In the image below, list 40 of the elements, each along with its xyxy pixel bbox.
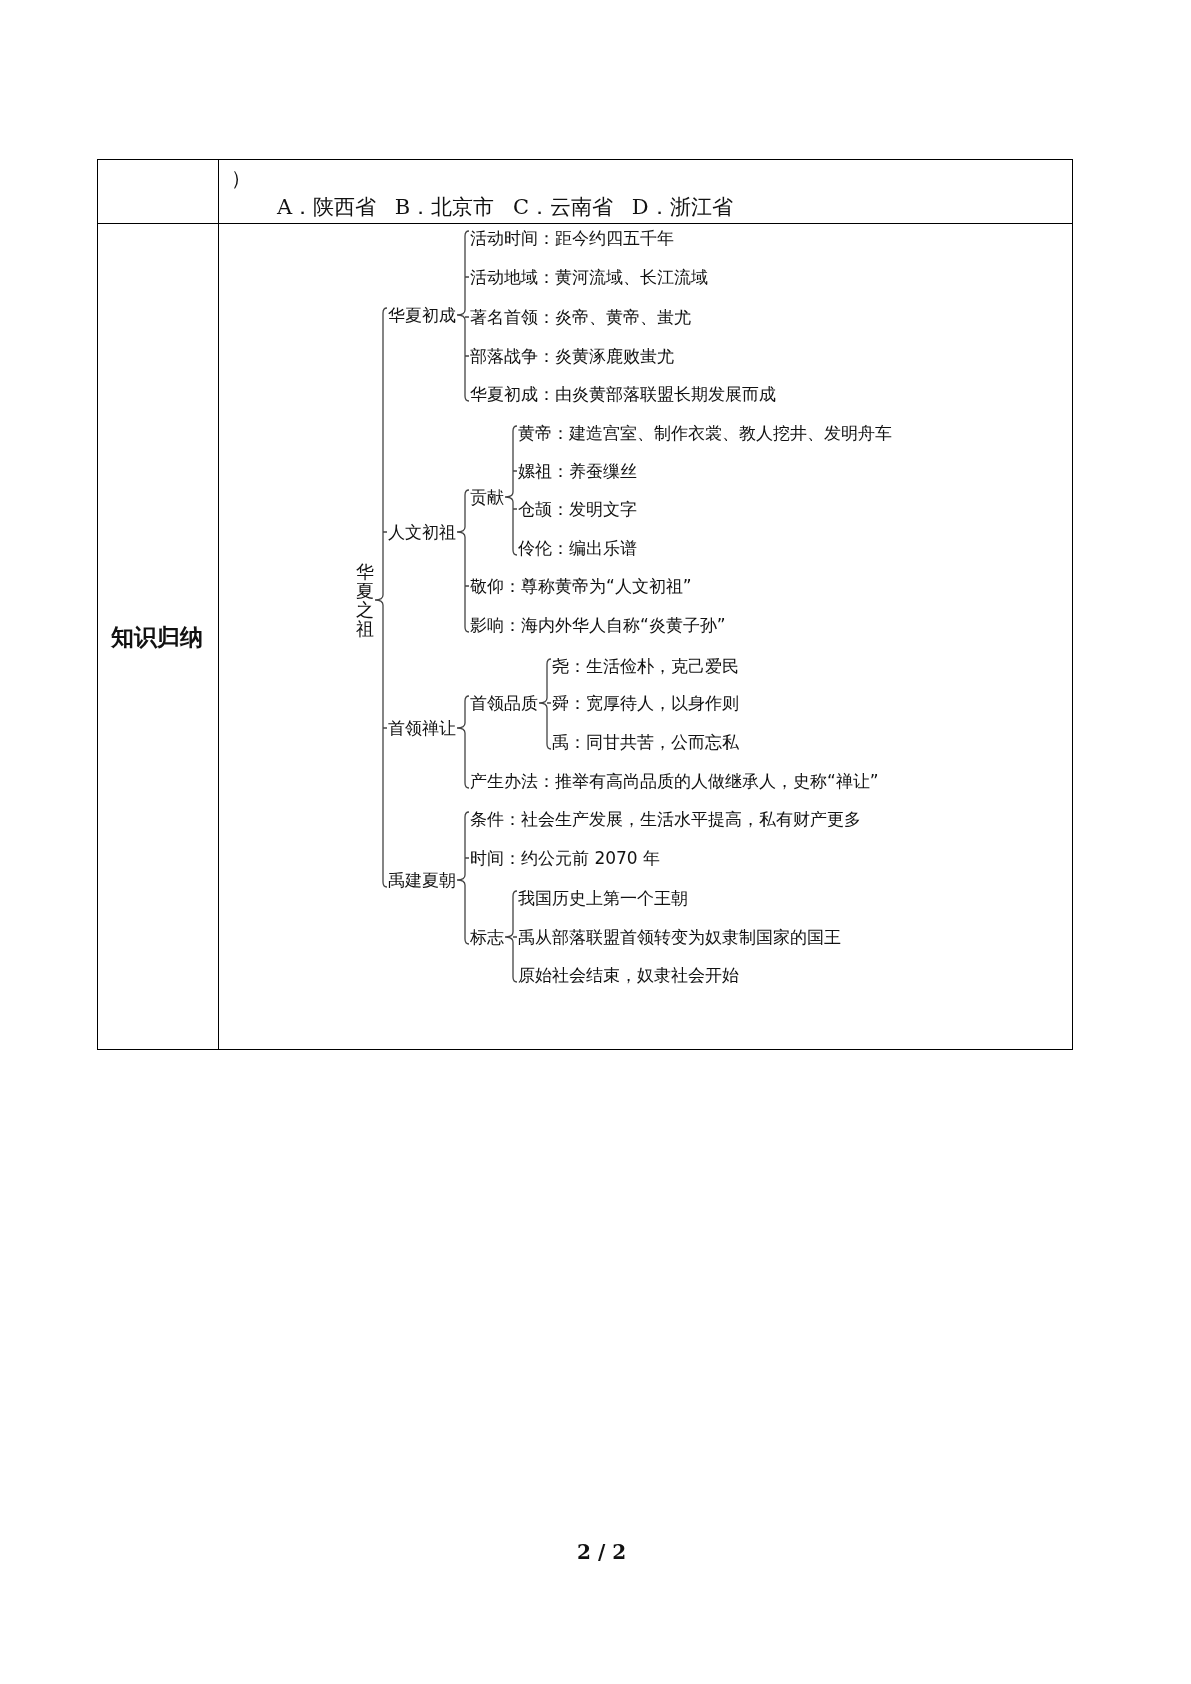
row-header-text: 知识归纳 — [111, 623, 203, 651]
detail-text: 嫘祖：养蚕缫丝 — [518, 461, 637, 481]
topic-text: 首领禅让 — [388, 718, 456, 738]
curly-brace — [456, 811, 470, 945]
curly-brace — [456, 489, 470, 633]
curly-brace — [374, 307, 388, 888]
curly-brace — [538, 658, 552, 750]
curly-brace — [504, 890, 518, 983]
subtopic-text: 条件：社会生产发展，生活水平提高，私有财产更多 — [470, 809, 861, 829]
detail-text: 舜：宽厚待人，以身作则 — [552, 693, 739, 713]
curly-brace — [456, 695, 470, 789]
subtopic-text: 著名首领：炎帝、黄帝、蚩尤 — [470, 307, 691, 327]
curly-brace — [456, 230, 470, 402]
curly-brace — [504, 425, 518, 556]
subtopic-text: 华夏初成：由炎黄部落联盟长期发展而成 — [470, 384, 776, 404]
subtopic-text: 首领品质 — [470, 693, 538, 713]
topic-text: 人文初祖 — [388, 522, 456, 542]
root-topic-text: 华夏之祖 — [356, 562, 374, 638]
detail-text: 原始社会结束，奴隶社会开始 — [518, 965, 739, 985]
detail-text: 尧：生活俭朴，克己爱民 — [552, 656, 739, 676]
subtopic-text: 标志 — [470, 927, 504, 947]
subtopic-text: 活动时间：距今约四五千年 — [470, 228, 674, 248]
subtopic-text: 时间：约公元前 2070 年 — [470, 848, 661, 868]
page-number: 2 / 2 — [577, 1540, 627, 1564]
topic-text: 禹建夏朝 — [388, 870, 456, 890]
answer-options-text: A．陕西省 B．北京市 C．云南省 D．浙江省 — [277, 195, 733, 220]
detail-text: 伶伦：编出乐谱 — [518, 538, 637, 558]
detail-text: 禹：同甘共苦，公而忘私 — [552, 732, 739, 752]
subtopic-text: 敬仰：尊称黄帝为“人文初祖” — [470, 576, 692, 596]
subtopic-text: 产生办法：推举有高尚品质的人做继承人，史称“禅让” — [470, 771, 879, 791]
detail-text: 我国历史上第一个王朝 — [518, 888, 688, 908]
subtopic-text: 部落战争：炎黄涿鹿败蚩尤 — [470, 346, 674, 366]
subtopic-text: 影响：海内外华人自称“炎黄子孙” — [470, 615, 726, 635]
detail-text: 黄帝：建造宫室、制作衣裳、教人挖井、发明舟车 — [518, 423, 892, 443]
parenthesis-text: ） — [231, 166, 251, 190]
detail-text: 禹从部落联盟首领转变为奴隶制国家的国王 — [518, 927, 841, 947]
subtopic-text: 活动地域：黄河流域、长江流域 — [470, 267, 708, 287]
topic-text: 华夏初成 — [388, 305, 456, 325]
detail-text: 仓颉：发明文字 — [518, 499, 637, 519]
subtopic-text: 贡献 — [470, 487, 504, 507]
